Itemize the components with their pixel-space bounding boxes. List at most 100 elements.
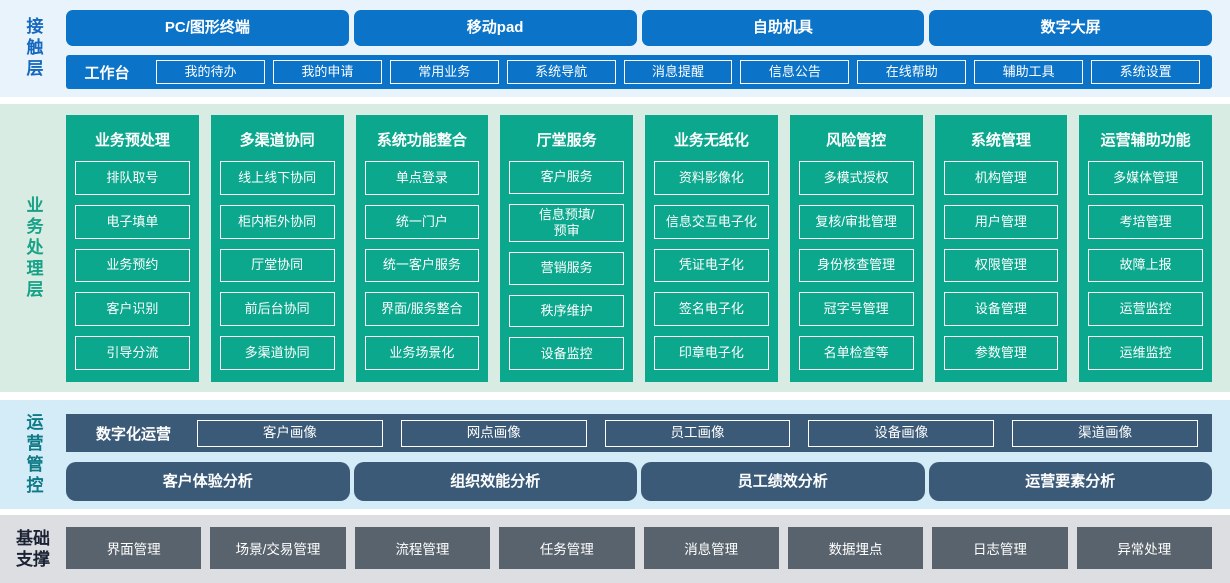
foundation-exception-handling: 异常处理 — [1076, 527, 1212, 569]
module-box: 引导分流 — [75, 336, 190, 370]
analysis-operation-elements: 运营要素分析 — [928, 462, 1212, 501]
module-box: 排队取号 — [75, 161, 190, 195]
ops-layer-label: 运营管控 — [23, 412, 43, 497]
foundation-ui-management: 界面管理 — [66, 527, 202, 569]
foundation-row: 界面管理 场景/交易管理 流程管理 任务管理 消息管理 数据埋点 日志管理 异常… — [66, 527, 1212, 569]
module-box: 线上线下协同 — [219, 161, 335, 195]
digital-operations-label: 数字化运营 — [96, 425, 172, 443]
module-box: 多媒体管理 — [1088, 161, 1203, 195]
column-system-function-integration: 系统功能整合 单点登录 统一门户 统一客户服务 界面/服务整合 业务场景化 — [355, 115, 489, 382]
foundation-log-management: 日志管理 — [932, 527, 1068, 569]
terminal-digital-screen: 数字大屏 — [929, 10, 1212, 46]
foundation-support-layer: 基础支撑 界面管理 场景/交易管理 流程管理 任务管理 消息管理 数据埋点 日志… — [0, 515, 1230, 583]
module-box: 设备监控 — [509, 337, 624, 370]
contact-layer-gutter: 接触层 — [0, 0, 66, 97]
module-box: 权限管理 — [943, 248, 1059, 283]
column-risk-control: 风险管控 多模式授权 复核/审批管理 身份核查管理 冠字号管理 名单检查等 — [789, 115, 923, 382]
module-box: 复核/审批管理 — [798, 204, 914, 239]
module-box: 多渠道协同 — [219, 336, 335, 370]
profile-employee: 员工画像 — [604, 419, 791, 447]
column-title: 运营辅助功能 — [1100, 132, 1191, 149]
wb-item-auxiliary-tools: 辅助工具 — [974, 60, 1084, 84]
business-layer-gutter: 业务处理层 — [0, 104, 66, 392]
business-layer-label: 业务处理层 — [23, 195, 43, 301]
module-box: 凭证电子化 — [654, 248, 769, 283]
foundation-scene-transaction-management: 场景/交易管理 — [210, 527, 346, 569]
module-box: 电子填单 — [75, 204, 190, 239]
column-title: 厅堂服务 — [536, 132, 597, 149]
module-box: 冠字号管理 — [798, 292, 914, 327]
column-operations-auxiliary: 运营辅助功能 多媒体管理 考培管理 故障上报 运营监控 运维监控 — [1079, 115, 1212, 382]
module-box: 秩序维护 — [509, 294, 624, 328]
module-box: 统一客户服务 — [364, 248, 480, 283]
terminal-row: PC/图形终端 移动pad 自助机具 数字大屏 — [66, 10, 1212, 46]
module-box: 客户服务 — [509, 161, 624, 194]
module-box: 考培管理 — [1088, 204, 1203, 239]
wb-item-my-todo: 我的待办 — [156, 60, 265, 84]
module-box: 签名电子化 — [654, 292, 769, 327]
column-title: 业务无纸化 — [673, 132, 749, 149]
contact-layer: 接触层 PC/图形终端 移动pad 自助机具 数字大屏 工作台 我的待办 我的申… — [0, 0, 1230, 97]
foundation-data-tracking: 数据埋点 — [787, 527, 924, 569]
contact-layer-content: PC/图形终端 移动pad 自助机具 数字大屏 工作台 我的待办 我的申请 常用… — [66, 0, 1230, 97]
analysis-customer-experience: 客户体验分析 — [66, 462, 350, 501]
foundation-process-management: 流程管理 — [354, 527, 491, 569]
module-box: 信息交互电子化 — [654, 204, 769, 239]
workbench-bar: 工作台 我的待办 我的申请 常用业务 系统导航 消息提醒 信息公告 在线帮助 辅… — [66, 55, 1212, 89]
module-box: 单点登录 — [364, 161, 480, 195]
module-box: 身份核查管理 — [798, 248, 914, 283]
module-box: 业务预约 — [75, 248, 190, 283]
column-title: 多渠道协同 — [239, 132, 315, 149]
wb-item-message-reminder: 消息提醒 — [623, 60, 733, 84]
column-business-preprocessing: 业务预处理 排队取号 电子填单 业务预约 客户识别 引导分流 — [66, 115, 199, 382]
ops-layer-gutter: 运营管控 — [0, 400, 66, 509]
profile-branch: 网点画像 — [400, 419, 587, 447]
module-box: 资料影像化 — [654, 161, 769, 195]
column-lobby-services: 厅堂服务 客户服务 信息预填/ 预审 营销服务 秩序维护 设备监控 — [500, 115, 633, 382]
terminal-self-service-machine: 自助机具 — [641, 10, 925, 46]
terminal-pc-graphics: PC/图形终端 — [66, 10, 349, 46]
analysis-organization-effectiveness: 组织效能分析 — [353, 462, 637, 501]
module-box: 运维监控 — [1088, 336, 1203, 370]
module-box: 前后台协同 — [219, 292, 335, 327]
module-box: 信息预填/ 预审 — [509, 203, 624, 243]
module-box: 营销服务 — [509, 252, 624, 285]
module-box: 印章电子化 — [654, 336, 769, 370]
contact-layer-label: 接触层 — [23, 17, 43, 80]
column-title: 风险管控 — [826, 132, 887, 149]
module-box: 机构管理 — [943, 161, 1059, 195]
column-system-management: 系统管理 机构管理 用户管理 权限管理 设备管理 参数管理 — [934, 115, 1068, 382]
module-box: 多模式授权 — [798, 161, 914, 195]
module-box: 界面/服务整合 — [364, 292, 480, 327]
module-box: 名单检查等 — [798, 336, 914, 370]
business-columns: 业务预处理 排队取号 电子填单 业务预约 客户识别 引导分流 多渠道协同 线上线… — [66, 115, 1212, 382]
analysis-row: 客户体验分析 组织效能分析 员工绩效分析 运营要素分析 — [66, 462, 1212, 501]
profile-customer: 客户画像 — [197, 419, 383, 447]
module-box: 统一门户 — [364, 204, 480, 239]
wb-item-my-application: 我的申请 — [272, 60, 382, 84]
terminal-mobile-pad: 移动pad — [353, 10, 637, 46]
module-box: 运营监控 — [1088, 292, 1203, 327]
wb-item-online-help: 在线帮助 — [857, 60, 967, 84]
wb-item-common-business: 常用业务 — [389, 60, 499, 84]
wb-item-info-announcement: 信息公告 — [740, 60, 850, 84]
ops-layer-content: 数字化运营 客户画像 网点画像 员工画像 设备画像 渠道画像 客户体验分析 组织… — [66, 400, 1230, 509]
digital-operations-bar: 数字化运营 客户画像 网点画像 员工画像 设备画像 渠道画像 — [66, 414, 1212, 452]
module-box: 业务场景化 — [364, 336, 480, 370]
column-title: 业务预处理 — [94, 132, 170, 149]
module-box: 柜内柜外协同 — [219, 204, 335, 239]
column-title: 系统功能整合 — [376, 132, 467, 149]
module-box: 用户管理 — [943, 204, 1059, 239]
foundation-task-management: 任务管理 — [499, 527, 635, 569]
column-multichannel-collaboration: 多渠道协同 线上线下协同 柜内柜外协同 厅堂协同 前后台协同 多渠道协同 — [210, 115, 344, 382]
profile-device: 设备画像 — [808, 419, 995, 447]
wb-item-system-settings: 系统设置 — [1091, 60, 1201, 84]
module-box: 故障上报 — [1088, 248, 1203, 283]
operations-control-layer: 运营管控 数字化运营 客户画像 网点画像 员工画像 设备画像 渠道画像 客户体验… — [0, 400, 1230, 509]
analysis-employee-performance: 员工绩效分析 — [641, 462, 925, 501]
workbench-label: 工作台 — [84, 64, 130, 82]
foundation-layer-label: 基础支撑 — [16, 528, 50, 569]
foundation-message-management: 消息管理 — [643, 527, 779, 569]
column-title: 系统管理 — [970, 132, 1031, 149]
